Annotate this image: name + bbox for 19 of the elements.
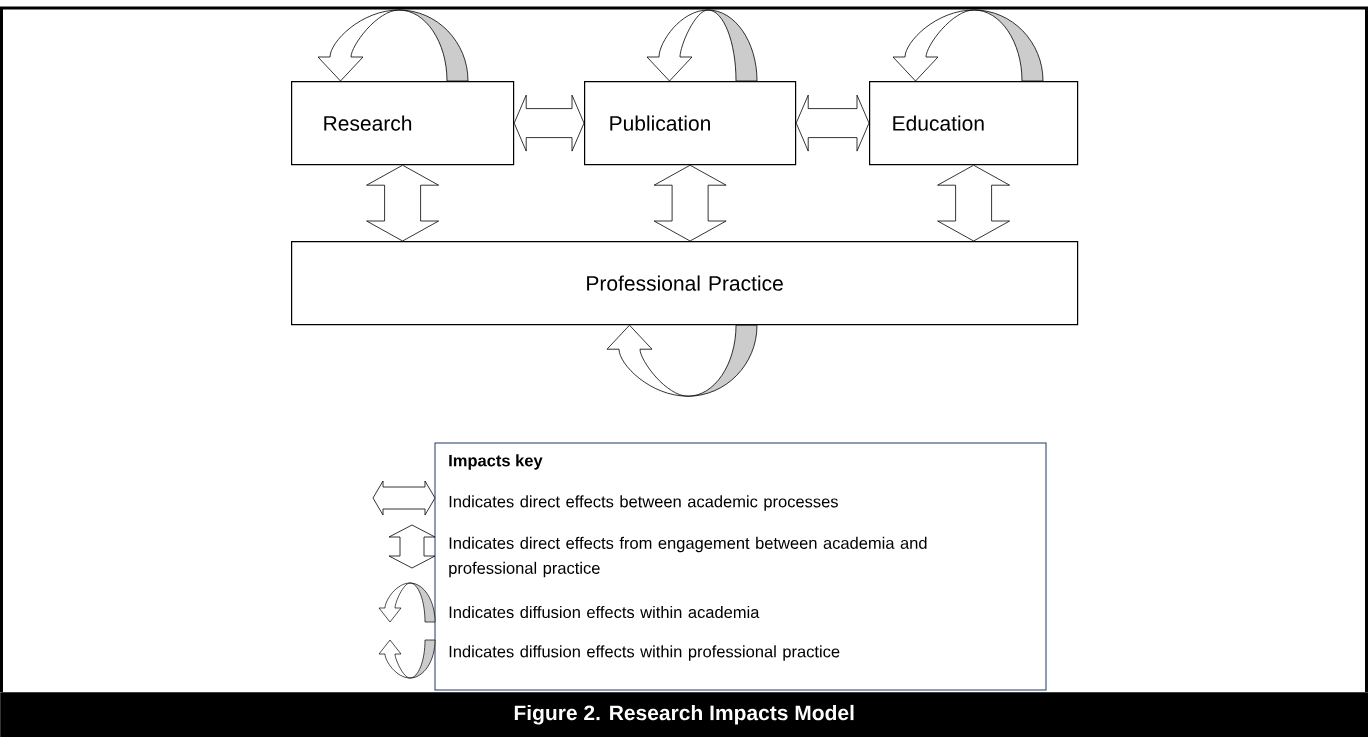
loop-arrow bbox=[646, 9, 758, 82]
loop-arrow bbox=[892, 9, 1044, 82]
process-box: Professional Practice bbox=[291, 241, 1079, 326]
process-box: Research bbox=[291, 81, 515, 166]
legend-text: Indicates direct effects between academic processes bbox=[449, 495, 838, 511]
double-arrow bbox=[513, 94, 585, 152]
process-box: Education bbox=[869, 81, 1079, 166]
loop-arrow bbox=[606, 324, 758, 397]
double-arrow bbox=[366, 164, 439, 242]
double-arrow bbox=[653, 164, 727, 242]
double-arrow bbox=[795, 94, 870, 152]
loop-arrow bbox=[317, 9, 469, 82]
legend-text: Indicates diffusion effects within professional practice bbox=[449, 645, 840, 661]
legend-text: Indicates direct effects from engagement between academia and professional practice bbox=[449, 536, 927, 578]
legend-text: Indicates diffusion effects within academia bbox=[449, 605, 760, 619]
caption-band: Figure 2. Research Impacts Model bbox=[0, 692, 1368, 737]
process-box: Publication bbox=[584, 81, 797, 166]
double-arrow bbox=[937, 164, 1010, 242]
legend-title: Impacts key bbox=[449, 454, 543, 470]
